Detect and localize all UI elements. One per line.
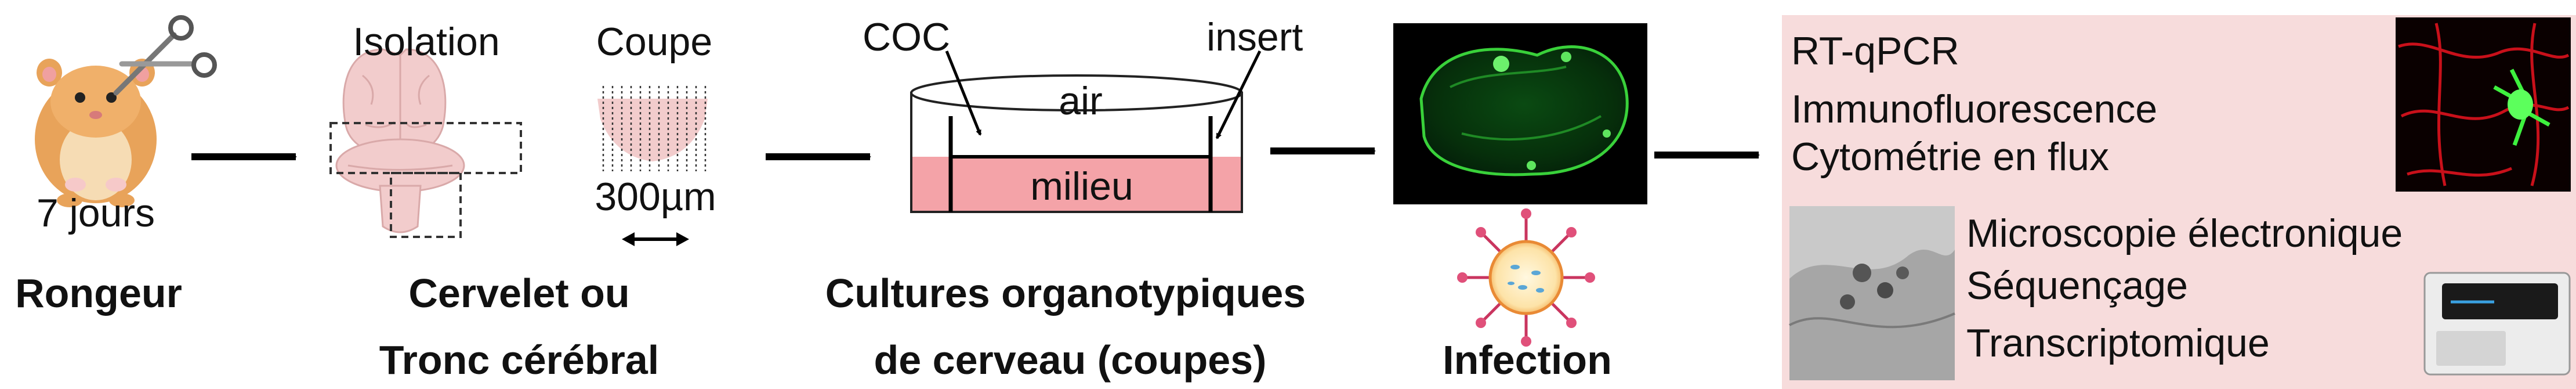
electron-microscopy-image bbox=[1789, 206, 1955, 380]
method-flow-cytometry: Cytométrie en flux bbox=[1791, 135, 2109, 179]
method-sequencing: Séquençage bbox=[1966, 264, 2188, 308]
method-immunofluorescence: Immunofluorescence bbox=[1791, 87, 2158, 131]
hamster-icon bbox=[35, 59, 157, 207]
coc-pointer bbox=[945, 51, 982, 136]
thickness-label: 300µm bbox=[595, 175, 716, 219]
rodent-age: 7 jours bbox=[36, 191, 155, 235]
sequencer-icon bbox=[2423, 272, 2571, 376]
medium-label: milieu bbox=[1030, 164, 1133, 208]
method-electron-microscopy: Microscopie électronique bbox=[1966, 211, 2403, 255]
cerebellum-box bbox=[329, 122, 522, 174]
thickness-double-arrow bbox=[622, 232, 689, 246]
isolation-label: Isolation bbox=[353, 20, 500, 64]
method-rtqpcr: RT-qPCR bbox=[1791, 29, 1959, 73]
coc-label: COC bbox=[863, 15, 951, 59]
insert-label: insert bbox=[1207, 15, 1303, 59]
virus-icon bbox=[1457, 208, 1595, 347]
brainstem-box bbox=[390, 172, 462, 238]
scissors-icon bbox=[113, 15, 217, 96]
insert-pointer bbox=[1215, 50, 1262, 139]
culture-title-line2: de cerveau (coupes) bbox=[874, 337, 1267, 383]
rodent-title: Rongeur bbox=[15, 271, 182, 316]
cut-label: Coupe bbox=[596, 20, 713, 64]
immunofluorescence-image bbox=[2396, 17, 2571, 192]
infection-title: Infection bbox=[1443, 337, 1612, 383]
method-transcriptomics: Transcriptomique bbox=[1966, 321, 2270, 365]
air-label: air bbox=[1059, 79, 1103, 123]
dissection-title-line1: Cervelet ou bbox=[408, 271, 630, 316]
culture-dish-icon bbox=[910, 74, 1243, 213]
slice-block-icon bbox=[597, 86, 708, 171]
dissection-title-line2: Tronc cérébral bbox=[379, 337, 660, 383]
brain-icon bbox=[335, 48, 465, 233]
culture-title-line1: Cultures organotypiques bbox=[825, 271, 1306, 316]
fluorescence-image bbox=[1393, 23, 1647, 204]
